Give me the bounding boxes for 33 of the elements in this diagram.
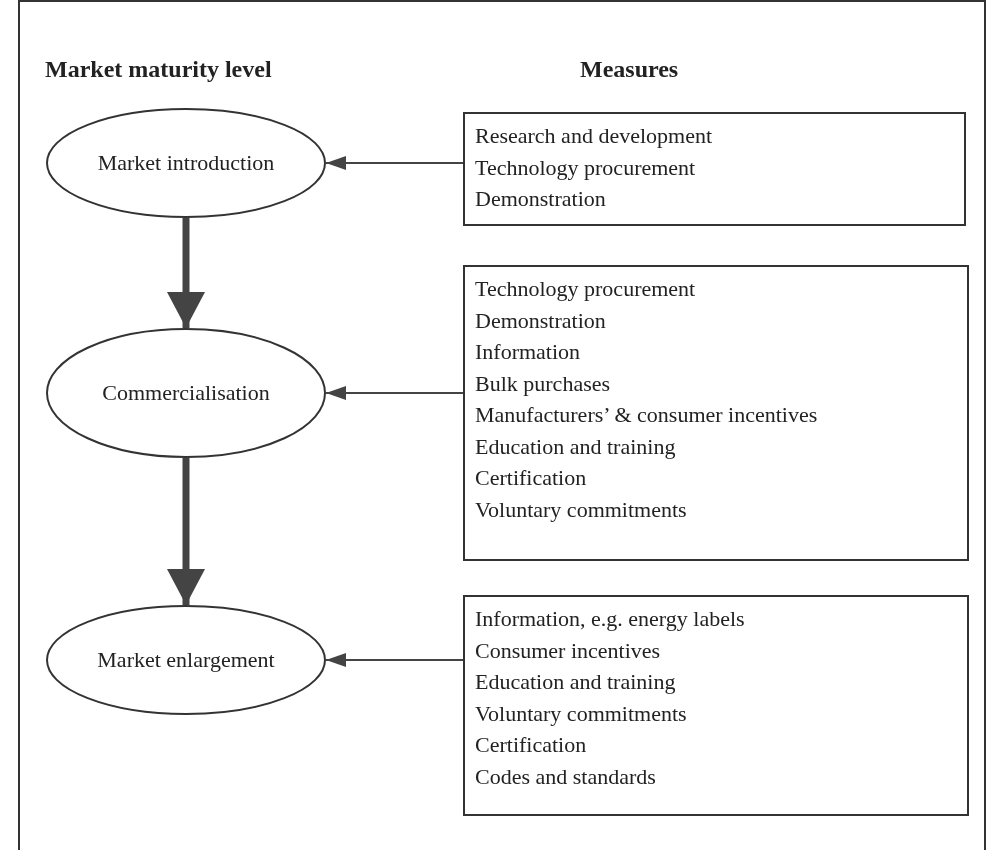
measure-item: Demonstration [475, 306, 607, 335]
double-arrow [168, 218, 204, 328]
stage-label: Market introduction [97, 150, 275, 176]
measure-item: Information, e.g. energy labels [475, 605, 746, 633]
measure-item: Certification [475, 731, 588, 759]
measure-item: Codes and standards [475, 762, 657, 791]
stage-ellipse [46, 328, 326, 458]
measures-box [463, 595, 969, 816]
stage-label: Market enlargement [97, 647, 275, 673]
stage-label: Commercialisation [102, 380, 270, 406]
arrow [325, 653, 464, 667]
measure-item: Education and training [475, 668, 677, 696]
measure-item: Voluntary commitments [475, 495, 688, 524]
measures-box [463, 265, 969, 561]
measures-box [463, 112, 966, 226]
measure-item: Manufacturers’ & consumer incentives [475, 401, 819, 429]
measure-item: Research and development [475, 122, 713, 150]
double-arrow [168, 458, 204, 605]
measure-item: Voluntary commitments [475, 699, 688, 728]
column-heading: Measures [580, 56, 679, 83]
measure-item: Certification [475, 464, 588, 492]
measure-item: Technology procurement [475, 275, 697, 303]
arrow [325, 386, 464, 400]
measure-item: Consumer incentives [475, 636, 662, 665]
stage-ellipse [46, 108, 326, 218]
measure-item: Bulk purchases [475, 369, 612, 398]
measure-item: Education and training [475, 432, 677, 461]
stage-ellipse [46, 605, 326, 715]
arrow [325, 156, 464, 170]
measure-item: Technology procurement [475, 153, 697, 182]
measure-item: Demonstration [475, 185, 607, 213]
measure-item: Information [475, 338, 582, 366]
column-heading: Market maturity level [45, 56, 272, 83]
